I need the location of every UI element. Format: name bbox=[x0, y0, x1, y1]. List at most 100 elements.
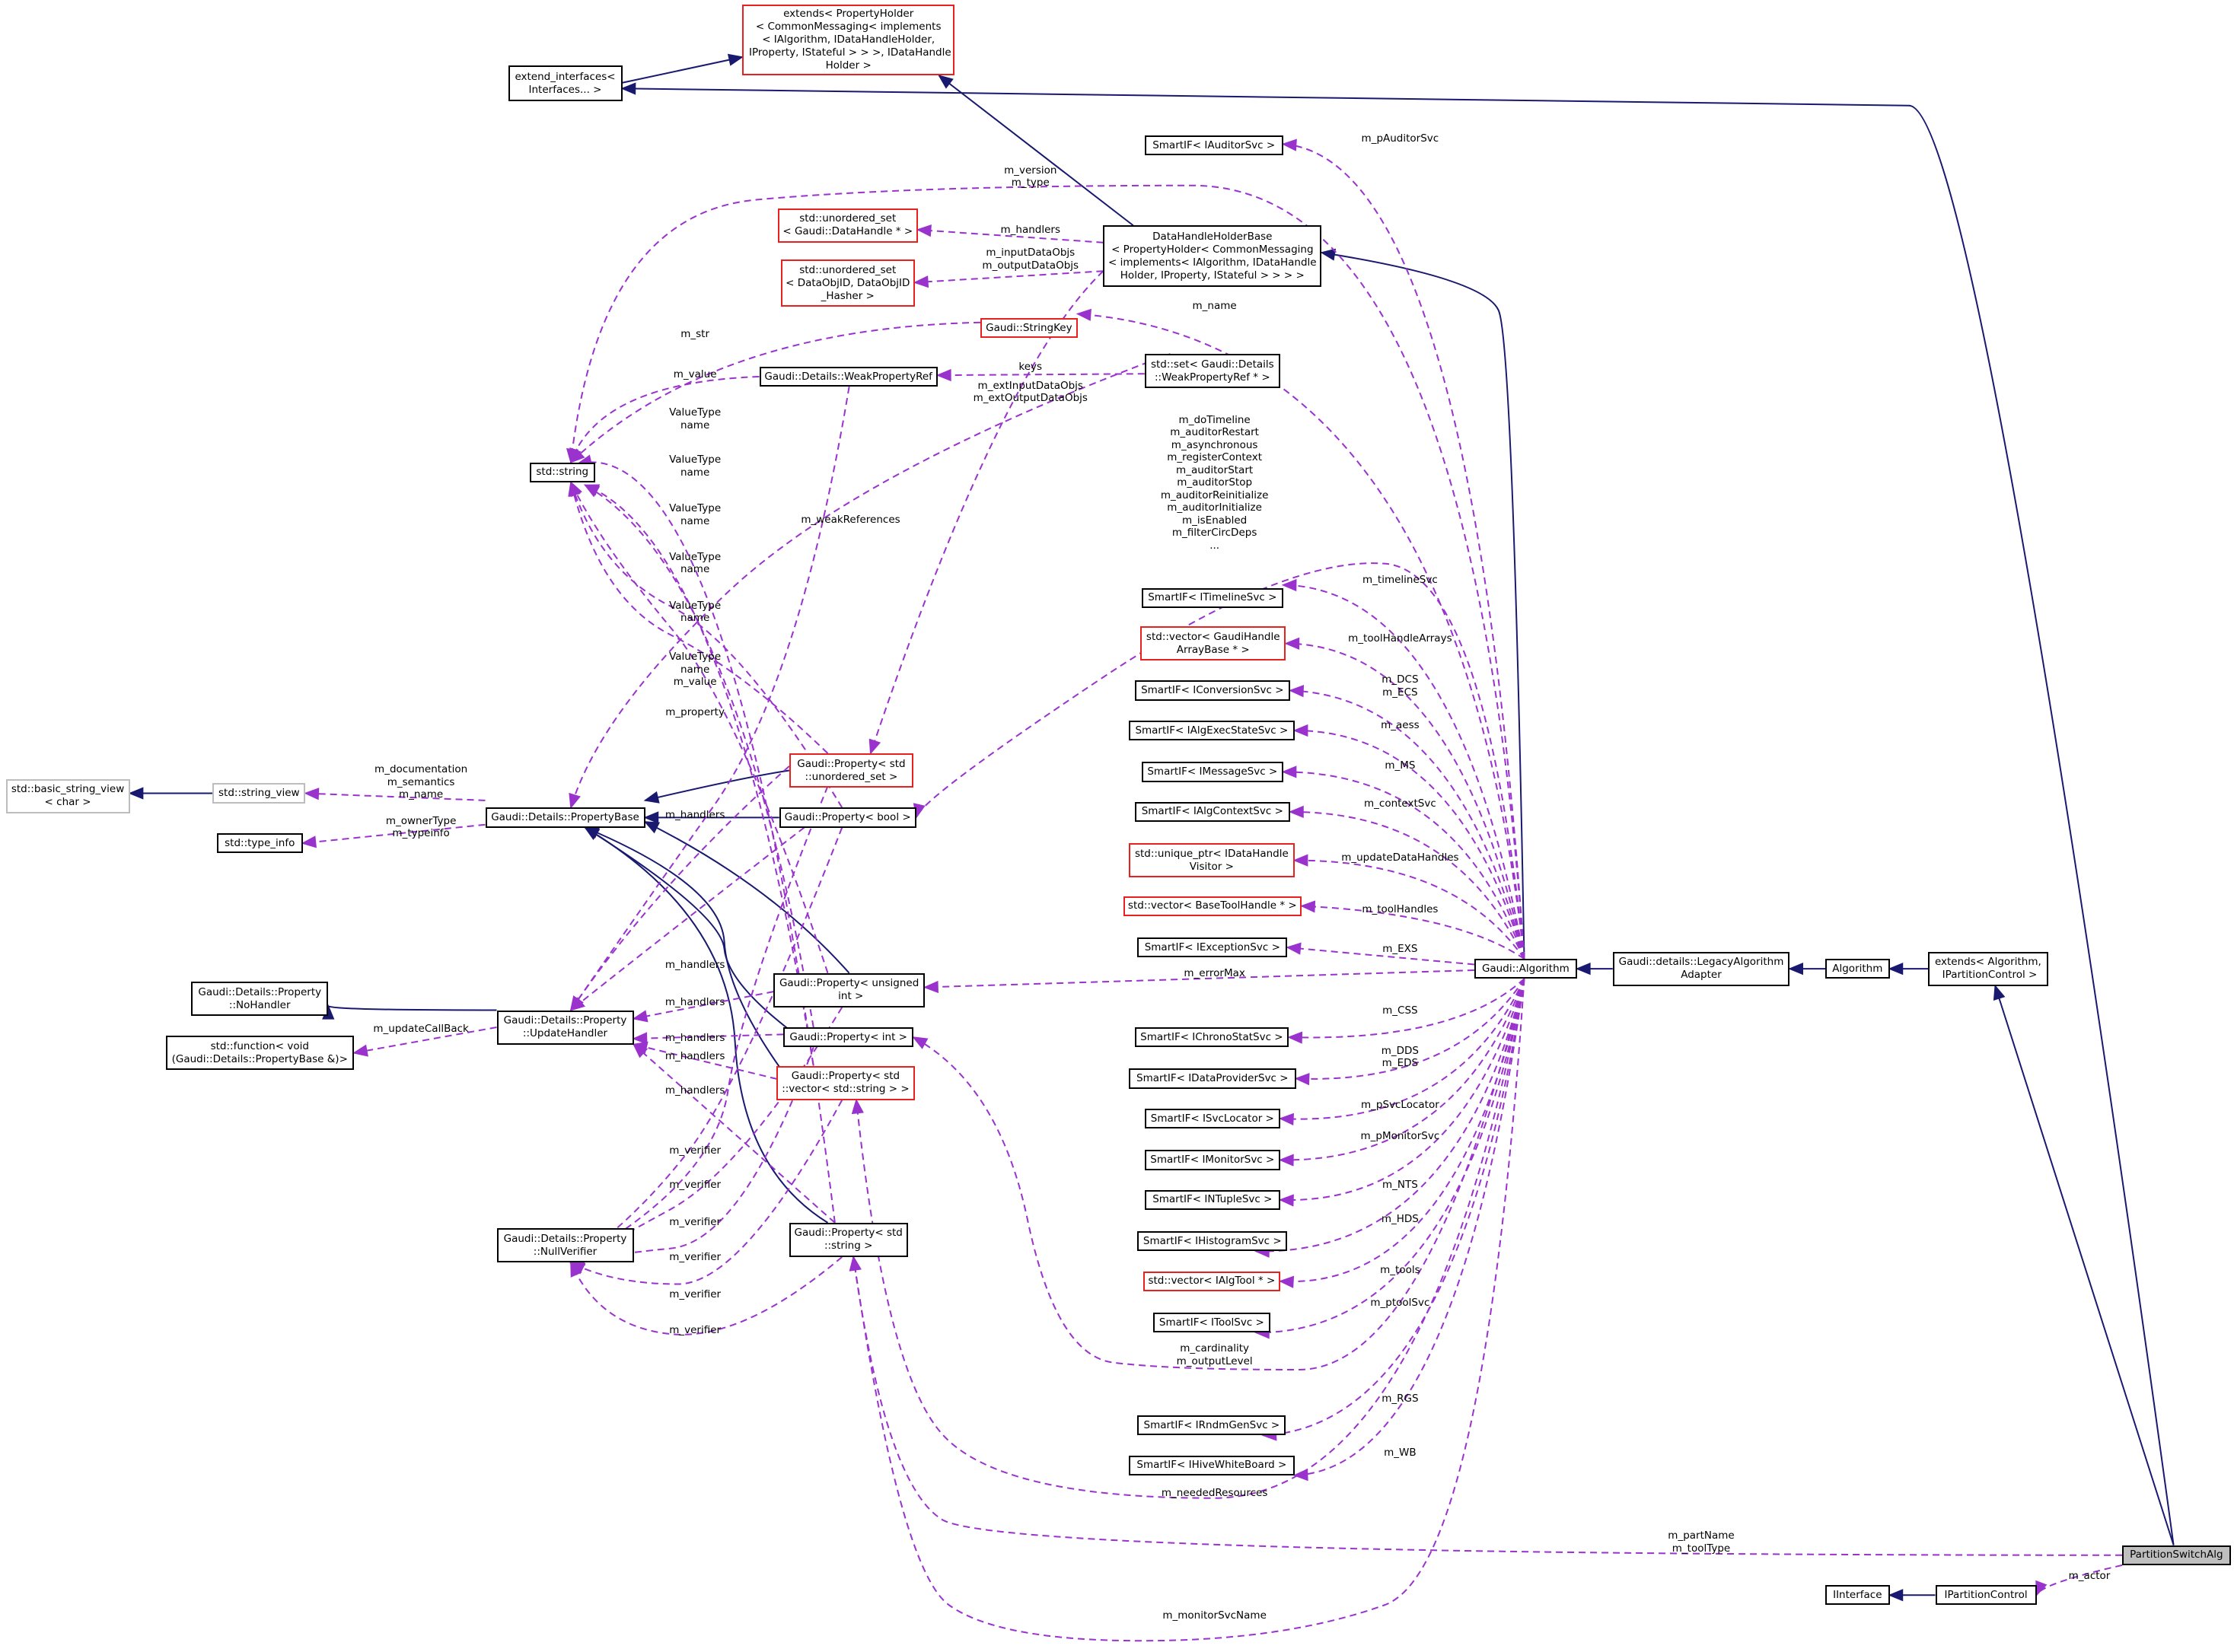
class-node-std-string[interactable]: std::string bbox=[529, 462, 595, 482]
class-node-smartif-tool[interactable]: SmartIF< IToolSvc > bbox=[1153, 1313, 1270, 1333]
usage-edge-47 bbox=[1294, 979, 1525, 1476]
class-node-smartif-conversion[interactable]: SmartIF< IConversionSvc > bbox=[1134, 680, 1290, 701]
usage-edge-46 bbox=[1263, 979, 1525, 1437]
class-node-vector-algtool[interactable]: std::vector< IAlgTool * > bbox=[1142, 1271, 1280, 1291]
edge-label-m-neededResources: m_neededResources bbox=[1161, 1486, 1268, 1499]
edge-label-m-handlers-4: m_handlers bbox=[664, 1031, 725, 1044]
class-node-datahandleholderbase[interactable]: DataHandleHolderBase < PropertyHolder< C… bbox=[1103, 225, 1322, 287]
class-node-nohandler[interactable]: Gaudi::Details::Property ::NoHandler bbox=[191, 982, 329, 1016]
edge-label-valuetype-1: ValueType name bbox=[669, 406, 722, 431]
edge-label-m-aess: m_aess bbox=[1381, 719, 1420, 731]
class-node-prop-unsigned[interactable]: Gaudi::Property< unsigned int > bbox=[773, 972, 925, 1007]
class-node-smartif-rndmgen[interactable]: SmartIF< IRndmGenSvc > bbox=[1137, 1415, 1286, 1436]
class-node-algorithm[interactable]: Algorithm bbox=[1825, 959, 1890, 979]
class-node-set-weakpropertyref[interactable]: std::set< Gaudi::Details ::WeakPropertyR… bbox=[1144, 354, 1280, 388]
class-node-smartif-svclocator[interactable]: SmartIF< ISvcLocator > bbox=[1144, 1108, 1280, 1129]
class-node-gaudi-algorithm[interactable]: Gaudi::Algorithm bbox=[1474, 959, 1577, 979]
usage-edge-44 bbox=[1255, 979, 1525, 1334]
usage-edge-54 bbox=[353, 1027, 497, 1054]
class-node-vector-basetoolhandle[interactable]: std::vector< BaseToolHandle * > bbox=[1123, 896, 1302, 916]
class-node-prop-string[interactable]: Gaudi::Property< std ::string > bbox=[789, 1222, 908, 1257]
usage-edge-56 bbox=[570, 482, 843, 808]
usage-edge-55 bbox=[570, 482, 829, 754]
class-node-extends-algorithm[interactable]: extends< Algorithm, IPartitionControl > bbox=[1928, 951, 2048, 986]
arrowhead bbox=[301, 836, 317, 848]
class-node-smartif-ntuple[interactable]: SmartIF< INTupleSvc > bbox=[1144, 1189, 1280, 1210]
arrowhead bbox=[727, 53, 744, 66]
usage-edge-29 bbox=[1289, 689, 1525, 960]
class-node-prop-unordered-set[interactable]: Gaudi::Property< std ::unordered_set > bbox=[789, 753, 913, 788]
edge-label-m-ext-dataobjs: m_extInputDataObjs m_extOutputDataObjs bbox=[973, 379, 1088, 405]
edge-label-m-name: m_name bbox=[1192, 299, 1237, 312]
class-node-stringkey[interactable]: Gaudi::StringKey bbox=[980, 318, 1078, 339]
usage-edge-65 bbox=[633, 991, 774, 1020]
class-node-basic-string-view[interactable]: std::basic_string_view < char > bbox=[5, 778, 130, 813]
class-node-smartif-algexecstate[interactable]: SmartIF< IAlgExecStateSvc > bbox=[1129, 720, 1295, 741]
class-node-extends-propertyholder[interactable]: extends< PropertyHolder < CommonMessagin… bbox=[742, 4, 955, 76]
class-node-iinterface[interactable]: IInterface bbox=[1825, 1585, 1890, 1606]
class-node-smartif-monitor[interactable]: SmartIF< IMonitorSvc > bbox=[1144, 1150, 1280, 1170]
class-node-smartif-histogram[interactable]: SmartIF< IHistogramSvc > bbox=[1137, 1231, 1288, 1252]
usage-edge-74 bbox=[570, 1256, 843, 1335]
usage-edge-21 bbox=[1077, 313, 1525, 960]
edge-label-m-css: m_CSS bbox=[1382, 1004, 1418, 1017]
inheritance-edge-15 bbox=[585, 826, 793, 1085]
edge-label-m-actor: m_actor bbox=[2068, 1569, 2111, 1582]
class-node-vector-toolhandlearray[interactable]: std::vector< GaudiHandle ArrayBase * > bbox=[1140, 626, 1286, 661]
usage-edge-33 bbox=[1294, 859, 1525, 960]
edge-label-valuetype-4: ValueType name bbox=[669, 550, 722, 576]
edge-label-valuetype-6: ValueType name m_value bbox=[669, 651, 722, 688]
arrowhead bbox=[1278, 1154, 1294, 1167]
edge-label-m-updateCallBack: m_updateCallBack bbox=[373, 1023, 469, 1036]
arrowhead bbox=[1284, 637, 1300, 650]
class-node-type-info[interactable]: std::type_info bbox=[217, 833, 303, 854]
class-node-smartif-auditor[interactable]: SmartIF< IAuditorSvc > bbox=[1144, 135, 1283, 156]
class-node-std-function[interactable]: std::function< void (Gaudi::Details::Pro… bbox=[165, 1036, 354, 1071]
class-node-extend-interfaces[interactable]: extend_interfaces< Interfaces... > bbox=[508, 65, 623, 102]
class-node-smartif-hivewhiteboard[interactable]: SmartIF< IHiveWhiteBoard > bbox=[1129, 1455, 1295, 1475]
usage-edge-58 bbox=[585, 484, 814, 1028]
class-node-ipartitioncontrol[interactable]: IPartitionControl bbox=[1935, 1585, 2037, 1606]
arrowhead bbox=[1300, 900, 1316, 913]
edge-label-m-errorMax: m_errorMax bbox=[1184, 967, 1245, 980]
usage-edge-35 bbox=[1287, 947, 1474, 966]
class-node-weakpropertyref[interactable]: Gaudi::Details::WeakPropertyRef bbox=[759, 366, 938, 387]
class-node-smartif-timeline[interactable]: SmartIF< ITimelineSvc > bbox=[1142, 587, 1283, 608]
edge-label-m-cardinality: m_cardinality m_outputLevel bbox=[1176, 1342, 1253, 1367]
class-node-prop-bool[interactable]: Gaudi::Property< bool > bbox=[779, 807, 916, 828]
inheritance-edge-0 bbox=[622, 56, 743, 84]
class-node-propertybase[interactable]: Gaudi::Details::PropertyBase bbox=[485, 807, 645, 828]
arrowhead bbox=[633, 1043, 649, 1058]
arrowhead bbox=[643, 791, 660, 804]
arrowhead bbox=[1281, 766, 1297, 778]
class-node-unique-ptr-visitor[interactable]: std::unique_ptr< IDataHandle Visitor > bbox=[1129, 843, 1295, 878]
class-node-string-view[interactable]: std::string_view bbox=[212, 783, 306, 804]
edge-label-m-ptoolSvc: m_ptoolSvc bbox=[1370, 1297, 1430, 1310]
arrowhead bbox=[916, 224, 932, 237]
class-node-smartif-dataprovider[interactable]: SmartIF< IDataProviderSvc > bbox=[1129, 1068, 1296, 1089]
usage-edge-48 bbox=[856, 979, 1525, 1499]
class-node-unordered-set-datahandle[interactable]: std::unordered_set < Gaudi::DataHandle *… bbox=[777, 208, 918, 243]
class-node-prop-int[interactable]: Gaudi::Property< int > bbox=[783, 1027, 913, 1048]
class-node-smartif-message[interactable]: SmartIF< IMessageSvc > bbox=[1142, 762, 1283, 782]
class-node-smartif-algcontext[interactable]: SmartIF< IAlgContextSvc > bbox=[1134, 801, 1290, 822]
arrowhead bbox=[1289, 805, 1304, 818]
edge-label-m-monitorSvcName: m_monitorSvcName bbox=[1162, 1609, 1267, 1622]
class-node-legacy-adapter[interactable]: Gaudi::details::LegacyAlgorithm Adapter bbox=[1612, 951, 1790, 986]
class-node-updatehandler[interactable]: Gaudi::Details::Property ::UpdateHandler bbox=[496, 1010, 634, 1045]
arrowhead bbox=[1788, 963, 1803, 976]
class-node-smartif-chronostat[interactable]: SmartIF< IChronoStatSvc > bbox=[1134, 1027, 1289, 1048]
class-node-prop-vector-string[interactable]: Gaudi::Property< std ::vector< std::stri… bbox=[776, 1065, 915, 1100]
edge-label-m-toolHandleArrays: m_toolHandleArrays bbox=[1348, 632, 1452, 645]
edge-label-valuetype-5: ValueType name bbox=[669, 599, 722, 625]
inheritance-edge-2 bbox=[939, 75, 1134, 227]
usage-edge-69 bbox=[570, 785, 829, 1264]
usage-edge-59 bbox=[585, 484, 814, 1066]
class-node-nullverifier[interactable]: Gaudi::Details::Property ::NullVerifier bbox=[496, 1228, 634, 1263]
class-node-partitionswitchalg[interactable]: PartitionSwitchAlg bbox=[2122, 1545, 2231, 1565]
edge-label-m-handlers-2: m_handlers bbox=[664, 959, 725, 971]
edge-label-bool-members: m_doTimeline m_auditorRestart m_asynchro… bbox=[1160, 413, 1269, 552]
arrowhead bbox=[570, 1261, 582, 1278]
class-node-unordered-set-dataobjid[interactable]: std::unordered_set < DataObjID, DataObjI… bbox=[780, 259, 915, 307]
class-node-smartif-exception[interactable]: SmartIF< IExceptionSvc > bbox=[1137, 937, 1288, 958]
